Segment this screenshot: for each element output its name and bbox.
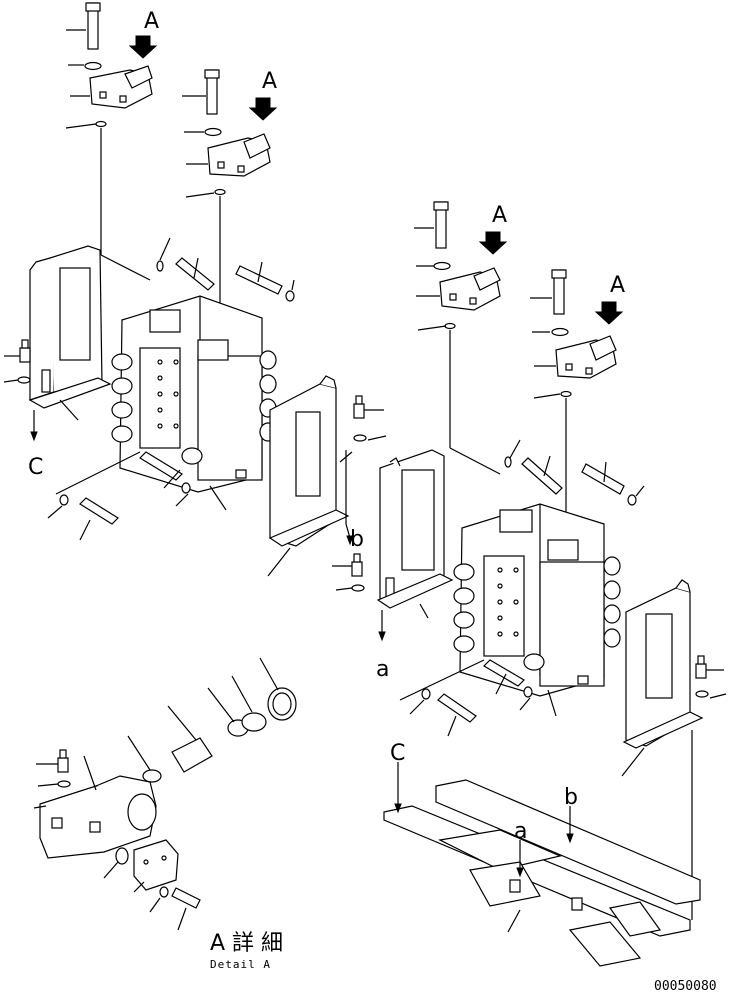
bolts-left-valve bbox=[47, 237, 295, 541]
detail-arrow-1: A bbox=[128, 9, 159, 59]
bolts-right-valve bbox=[399, 439, 645, 737]
label-C-1: C bbox=[28, 455, 43, 480]
label-b-1: b bbox=[350, 527, 364, 552]
caption-en: Detail A bbox=[210, 958, 271, 971]
solenoid-valve-assembly-1 bbox=[65, 2, 153, 281]
spool-caps-right bbox=[453, 556, 621, 671]
label-A-2: A bbox=[262, 69, 277, 94]
detail-arrow-3: A bbox=[478, 203, 508, 255]
caption-jp: A 詳 細 bbox=[210, 931, 283, 956]
solenoid-valve-assembly-3 bbox=[414, 201, 501, 475]
label-b-2: b bbox=[564, 785, 578, 810]
base-frame: C b a bbox=[383, 741, 701, 967]
mounting-bracket-right-center: a bbox=[332, 449, 454, 682]
figure-number: 00050080 bbox=[654, 979, 717, 993]
solenoid-valve-assembly-2 bbox=[182, 69, 271, 320]
control-valve-right bbox=[453, 503, 621, 697]
control-valve-left bbox=[111, 295, 277, 493]
detail-a-exploded-view: A 詳 細 Detail A bbox=[33, 657, 297, 971]
detail-arrow-2: A bbox=[248, 69, 278, 121]
label-A-1: A bbox=[144, 9, 159, 34]
mounting-bracket-center: b bbox=[267, 375, 387, 577]
label-C-2: C bbox=[390, 741, 405, 766]
label-A-3: A bbox=[492, 203, 507, 228]
detail-arrow-4: A bbox=[594, 273, 625, 325]
solenoid-valve-assembly-4 bbox=[530, 269, 617, 516]
mounting-bracket-left: C bbox=[3, 245, 112, 480]
label-A-4: A bbox=[610, 273, 625, 298]
label-a-1: a bbox=[376, 657, 389, 682]
label-a-2: a bbox=[514, 819, 527, 844]
